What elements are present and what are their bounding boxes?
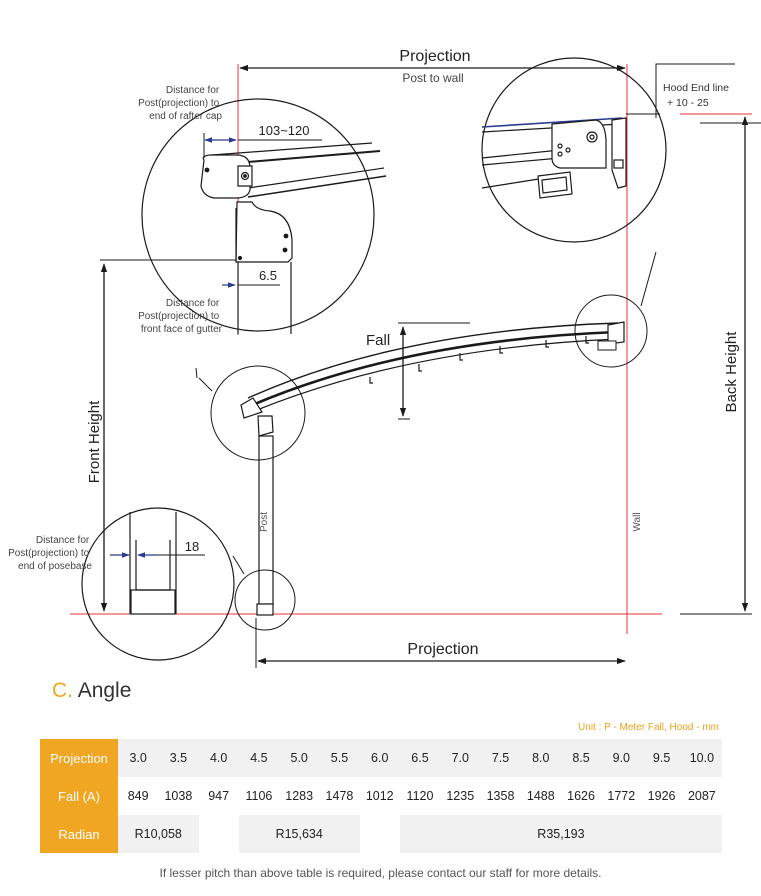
- radian-row: Radian R10,058 R15,634 R35,193: [40, 815, 722, 853]
- projection-top-label: Projection: [399, 48, 470, 65]
- fall-cell: 1283: [285, 789, 314, 803]
- projection-cell: 9.5: [641, 739, 682, 777]
- fall-cell: 1626: [567, 789, 595, 803]
- projection-cell: 8.5: [560, 739, 602, 777]
- fall-cell: 1478: [325, 789, 354, 803]
- projection-bottom-label: Projection: [407, 641, 478, 658]
- fall-dimension: [398, 322, 470, 420]
- wall-label: Wall: [632, 512, 643, 531]
- unit-note: Unit : P - Meter Fall, Hood - mm: [578, 722, 719, 733]
- fall-cell: 1926: [647, 789, 676, 803]
- posebase-value: 18: [185, 539, 199, 554]
- detail-wall-bracket: [481, 57, 667, 243]
- projection-cell: 7.0: [440, 739, 481, 777]
- hood-end-line-value: + 10 - 25: [667, 97, 709, 109]
- section-title: C. Angle: [52, 679, 131, 703]
- back-height-label: Back Height: [723, 331, 740, 413]
- radian-header: Radian: [40, 815, 118, 853]
- fall-label: Fall: [366, 332, 390, 349]
- projection-cell: 8.0: [520, 739, 561, 777]
- fall-cell: 1120: [406, 789, 434, 803]
- projection-bottom-dimension: [255, 618, 626, 668]
- detail-post-base: [81, 507, 235, 661]
- post-to-wall-label: Post to wall: [402, 71, 463, 85]
- front-height-label: Front Height: [86, 400, 103, 483]
- hood-end-line-label: Hood End line: [663, 82, 729, 94]
- fall-cell: 1235: [446, 789, 475, 803]
- section-title-text: Angle: [77, 679, 132, 702]
- front-height-dimension: [100, 259, 240, 612]
- projection-cell: 7.5: [480, 739, 521, 777]
- fall-cell: 1012: [365, 789, 394, 803]
- gutter-note: Distance for Post(projection) to front f…: [138, 298, 223, 335]
- rafter-cap-dimension: [203, 133, 322, 158]
- section-letter: C.: [52, 679, 73, 702]
- awning-roof: [240, 321, 625, 419]
- projection-header: Projection: [40, 739, 118, 777]
- radian-gap: [198, 815, 239, 853]
- fall-row: Fall (A) 849 1038 947 1106 1283 1478 101…: [40, 777, 722, 815]
- main-post: [256, 415, 274, 616]
- posebase-note: Distance for Post(projection) to end of …: [8, 535, 92, 572]
- fall-cell: 947: [208, 789, 230, 803]
- hood-end-line-callout: [626, 63, 761, 124]
- awning-dimension-diagram: Projection Post to wall Hood End line + …: [8, 48, 761, 668]
- projection-cell: 3.5: [158, 739, 199, 777]
- radian-cell: R35,193: [399, 815, 722, 853]
- rafter-cap-note: Distance for Post(projection) to end of …: [138, 85, 222, 122]
- detail-callout-circles: [195, 251, 657, 631]
- projection-cell: 10.0: [681, 739, 722, 777]
- fall-cell: 2087: [687, 789, 716, 803]
- post-label: Post: [259, 512, 270, 532]
- footer-note: If lesser pitch than above table is requ…: [159, 866, 602, 880]
- projection-cell: 6.0: [359, 739, 400, 777]
- fall-cell: 1358: [486, 789, 515, 803]
- back-height-dimension: [680, 116, 752, 615]
- fall-header: Fall (A): [40, 777, 118, 815]
- projection-row: Projection 3.0 3.5 4.0 4.5 5.0 5.5 6.0 6…: [40, 739, 722, 777]
- projection-cell: 5.0: [279, 739, 320, 777]
- fall-cell: 1488: [526, 789, 555, 803]
- radian-cell: R10,058: [118, 815, 199, 853]
- fall-cell: 1038: [164, 789, 193, 803]
- projection-cell: 9.0: [601, 739, 642, 777]
- projection-cell: 4.5: [238, 739, 280, 777]
- radian-cell: R15,634: [238, 815, 360, 853]
- radian-gap: [359, 815, 400, 853]
- red-guide-lines: [70, 64, 752, 634]
- fall-cell: 1106: [245, 789, 273, 803]
- projection-cell: 4.0: [198, 739, 239, 777]
- projection-cell: 3.0: [118, 739, 159, 777]
- detail-rafter-cap: [141, 98, 387, 334]
- angle-table: Projection 3.0 3.5 4.0 4.5 5.0 5.5 6.0 6…: [40, 739, 722, 853]
- gutter-value: 6.5: [259, 268, 277, 283]
- rafter-cap-value: 103~120: [259, 123, 310, 138]
- projection-cell: 6.5: [399, 739, 441, 777]
- fall-cell: 1772: [607, 789, 636, 803]
- fall-cell: 849: [127, 789, 149, 803]
- awning-hangers: [369, 336, 589, 384]
- projection-cell: 5.5: [319, 739, 360, 777]
